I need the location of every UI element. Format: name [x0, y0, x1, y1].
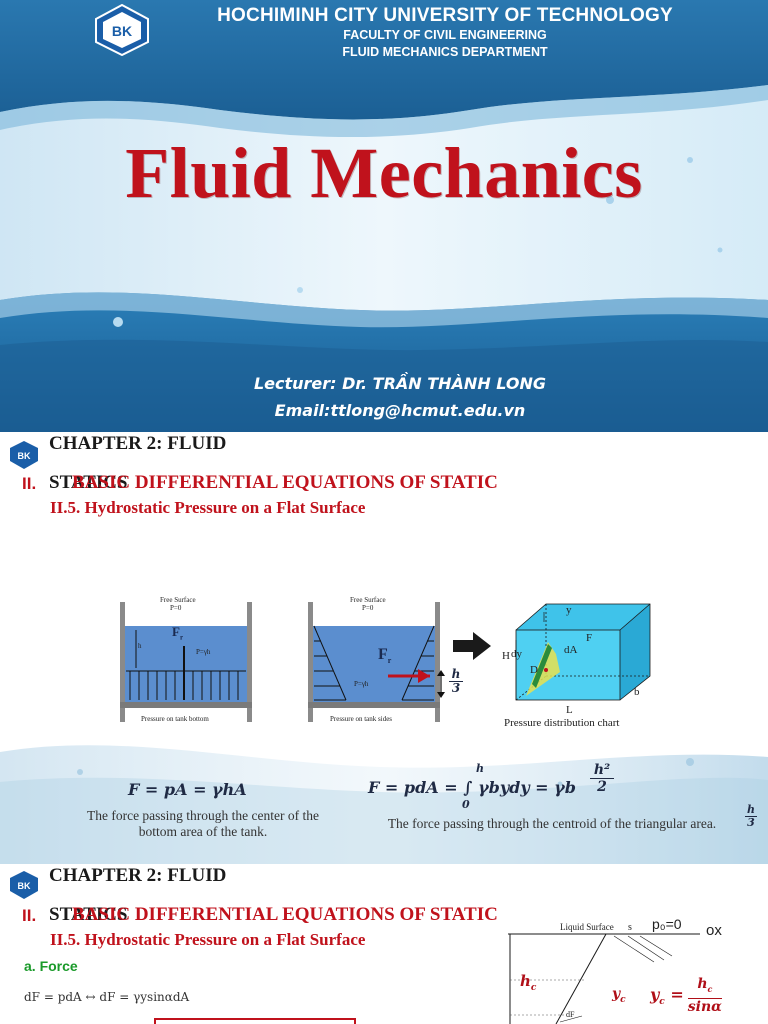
pressure-chart-caption: Pressure distribution chart — [504, 717, 620, 729]
tank-sides-caption: Pressure on tank sides — [330, 715, 393, 723]
liquid-surface-label: Liquid Surface — [560, 922, 614, 932]
department-name: FLUID MECHANICS DEPARTMENT — [342, 45, 548, 59]
tank-bottom-figure — [120, 602, 252, 722]
surface-pressure-label: p₀=0 — [652, 916, 682, 932]
chapter-title-line2: STATICS — [49, 904, 128, 925]
tank-sides-figure — [308, 602, 440, 722]
subsection-title: II.5. Hydrostatic Pressure on a Flat Sur… — [50, 498, 366, 517]
depth-label: h — [138, 642, 142, 650]
dA-label: dA — [564, 644, 578, 656]
free-surface-label: Free Surface — [160, 596, 196, 604]
ox-axis-label: ox — [706, 922, 722, 939]
lecturer-email: Email:ttlong@hcmut.edu.vn — [274, 401, 526, 420]
pressure-distribution-figure — [515, 603, 651, 701]
bk-logo-small: BK — [10, 441, 38, 469]
s-label: s — [628, 922, 632, 933]
hc-label: hc — [520, 972, 537, 993]
chapter-title-line2: STATICS — [49, 472, 128, 493]
subsection-title: II.5. Hydrostatic Pressure on a Flat Sur… — [50, 930, 366, 949]
pressure-label: P=γh — [196, 648, 211, 656]
free-surface-label-2: Free Surface — [350, 596, 386, 604]
double-arrow-icon — [437, 670, 445, 698]
zero-pressure-label-2: P=0 — [362, 604, 374, 612]
water-wave-background — [0, 0, 768, 432]
force-on-inclined-surface-slide: BK CHAPTER 2: FLUID STATICS II. BASIC DI… — [0, 864, 768, 1024]
F-label: F — [586, 632, 593, 644]
highlight-box — [154, 1018, 356, 1024]
height-label: H — [502, 650, 510, 662]
svg-text:BK: BK — [18, 881, 31, 891]
y-axis-label: y — [566, 604, 572, 616]
inclined-surface-diagram — [508, 933, 700, 1024]
L-label: L — [566, 704, 573, 716]
note-bottom-force: The force passing through the center of … — [86, 808, 320, 839]
hydrostatic-pressure-slide: BK CHAPTER 2: FLUID STATICS II. BASIC DI… — [0, 432, 768, 864]
bk-university-logo: BK — [95, 4, 149, 56]
section-title: BASIC DIFFERENTIAL EQUATIONS OF STATIC — [72, 904, 498, 925]
centroid-fraction: h 3 — [745, 803, 757, 829]
yc-label: yc — [612, 986, 626, 1005]
force-label-2: Fr — [378, 646, 392, 666]
svg-text:BK: BK — [112, 23, 132, 39]
formula-bottom-force: F = pA = γhA — [128, 780, 247, 799]
dy-label: dy — [511, 648, 522, 660]
force-label: Fr — [172, 624, 184, 642]
chapter-title: CHAPTER 2: FLUID — [49, 865, 227, 886]
section-title: BASIC DIFFERENTIAL EQUATIONS OF STATIC — [72, 472, 498, 493]
b-label: b — [634, 686, 640, 698]
svg-text:BK: BK — [18, 451, 31, 461]
integral-upper-limit: h — [476, 762, 484, 775]
lecturer-name: Lecturer: Dr. TRẦN THÀNH LONG — [253, 374, 547, 393]
water-splash-background — [0, 745, 768, 864]
yc-formula: yc = hc sinα — [650, 976, 722, 1015]
bk-logo-small: BK — [10, 871, 38, 899]
one-third-depth-fraction: h 3 — [449, 668, 463, 695]
university-name: HOCHIMINH CITY UNIVERSITY OF TECHNOLOGY — [217, 5, 673, 26]
dF-label: dF — [566, 1010, 575, 1019]
pressure-label-2: P=γh — [354, 680, 369, 688]
section-number: II. — [22, 474, 37, 493]
note-side-force: The force passing through the centroid o… — [387, 816, 717, 831]
section-number: II. — [22, 906, 37, 925]
part-label: a. Force — [24, 958, 78, 974]
formula-side-force: F = pdA = ∫ γbydy = γb — [368, 778, 576, 797]
zero-pressure-label: P=0 — [170, 604, 182, 612]
D-label: D — [530, 664, 538, 676]
force-equation: dF = pdA ↔ dF = γysinαdA — [24, 990, 190, 1004]
integral-lower-limit: 0 — [462, 798, 470, 811]
title-slide: BK HOCHIMINH CITY UNIVERSITY OF TECHNOLO… — [0, 0, 768, 432]
course-title: Fluid Mechanics — [125, 133, 643, 213]
tank-bottom-caption: Pressure on tank bottom — [141, 715, 209, 723]
side-force-fraction: h² 2 — [590, 762, 614, 795]
arrow-right-icon — [453, 632, 491, 660]
faculty-name: FACULTY OF CIVIL ENGINEERING — [343, 28, 547, 42]
chapter-title: CHAPTER 2: FLUID — [49, 433, 227, 454]
